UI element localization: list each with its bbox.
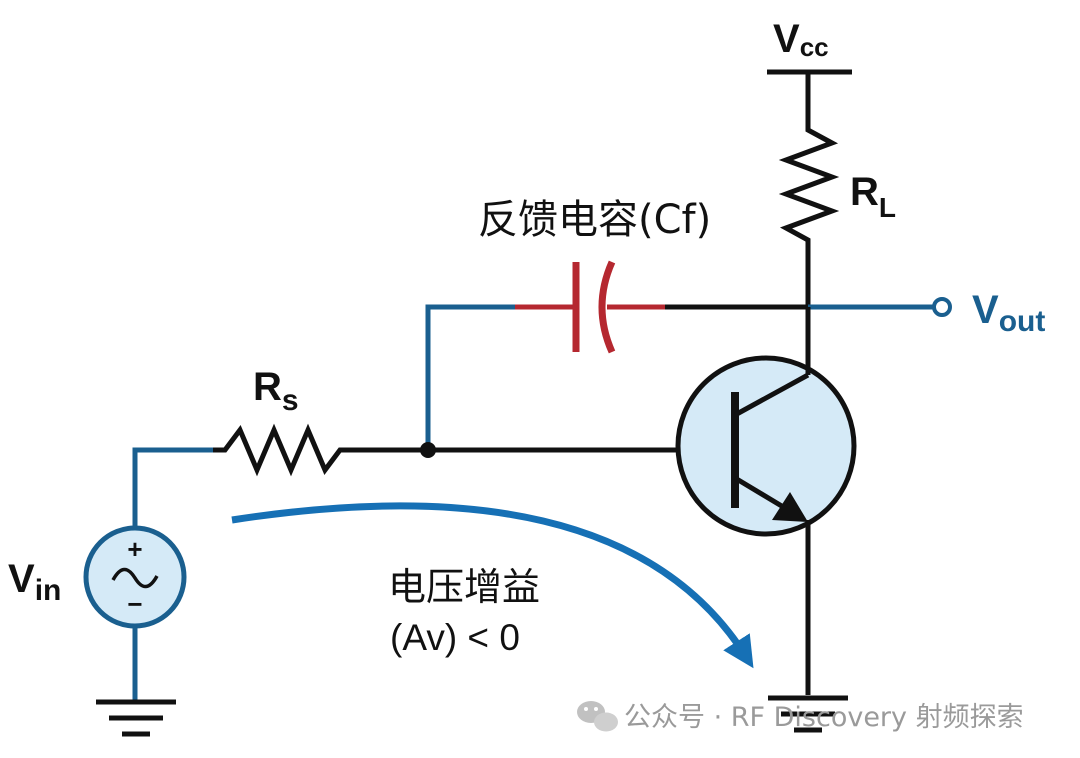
rl-label: RL bbox=[850, 170, 896, 223]
source-minus-sign: − bbox=[127, 589, 142, 619]
vout-label: Vout bbox=[972, 288, 1045, 338]
source-plus-sign: + bbox=[127, 534, 142, 564]
transistor-body bbox=[675, 355, 857, 537]
source-resistor-rs bbox=[213, 423, 352, 477]
transistor-emitter-lead bbox=[733, 475, 787, 511]
vin-label: Vin bbox=[8, 557, 61, 607]
base-node bbox=[420, 442, 436, 458]
watermark-text: 公众号 · RF Discovery 射频探索 bbox=[624, 702, 1024, 733]
wechat-icon bbox=[577, 701, 618, 732]
transistor-collector-lead bbox=[733, 372, 810, 418]
input-wire-left bbox=[132, 447, 213, 540]
gain-label-line2: (Av) < 0 bbox=[390, 617, 520, 658]
gain-label-line1: 电压增益 bbox=[388, 565, 540, 609]
vcc-label: Vcc bbox=[773, 17, 829, 62]
feedback-wire-left bbox=[425, 304, 515, 450]
sine-wave-icon bbox=[111, 567, 159, 589]
feedback-cap-plate-right bbox=[598, 260, 616, 354]
watermark: 公众号 · RF Discovery 射频探索 bbox=[577, 701, 1024, 733]
vout-terminal bbox=[932, 297, 952, 317]
rs-label: Rs bbox=[253, 365, 299, 417]
feedback-cap-label: 反馈电容(Cf) bbox=[478, 197, 711, 243]
gain-arrow bbox=[231, 502, 754, 669]
emitter-arrow-icon bbox=[772, 492, 808, 522]
load-resistor-rl bbox=[778, 120, 840, 250]
